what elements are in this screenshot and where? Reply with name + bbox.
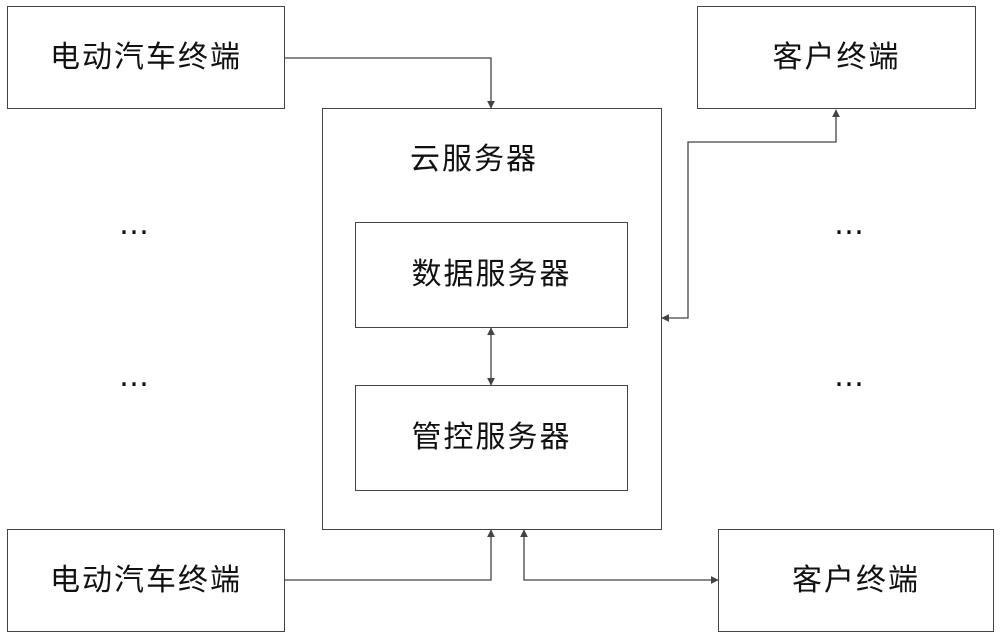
ellipsis-left-1: … (119, 207, 150, 242)
data-server-label: 数据服务器 (411, 257, 572, 292)
control-server-label: 管控服务器 (411, 420, 572, 455)
control-server-box: 管控服务器 (355, 385, 628, 491)
client-terminal-bottom-box: 客户终端 (718, 529, 994, 632)
cloud-server-title: 云服务器 (410, 142, 538, 177)
client-terminal-top-label: 客户终端 (772, 39, 901, 75)
ev-terminal-bottom-label: 电动汽车终端 (50, 562, 242, 598)
client-terminal-bottom-label: 客户终端 (792, 562, 920, 598)
ev-terminal-top-label: 电动汽车终端 (50, 39, 242, 75)
cloud-server-box (322, 108, 662, 530)
arrow-ev-bottom-to-cloud (285, 529, 495, 581)
arrow-cloud-client-top (661, 109, 840, 322)
ellipsis-right-2: … (834, 359, 865, 394)
client-terminal-top-box: 客户终端 (697, 6, 976, 109)
ellipsis-left-2: … (119, 359, 150, 394)
ev-terminal-bottom-box: 电动汽车终端 (7, 529, 285, 632)
arrow-ev-top-to-cloud (285, 57, 495, 109)
data-server-box: 数据服务器 (355, 222, 628, 328)
ellipsis-right-1: … (834, 207, 865, 242)
ev-terminal-top-box: 电动汽车终端 (7, 6, 285, 109)
arrow-cloud-client-bottom (520, 529, 719, 584)
